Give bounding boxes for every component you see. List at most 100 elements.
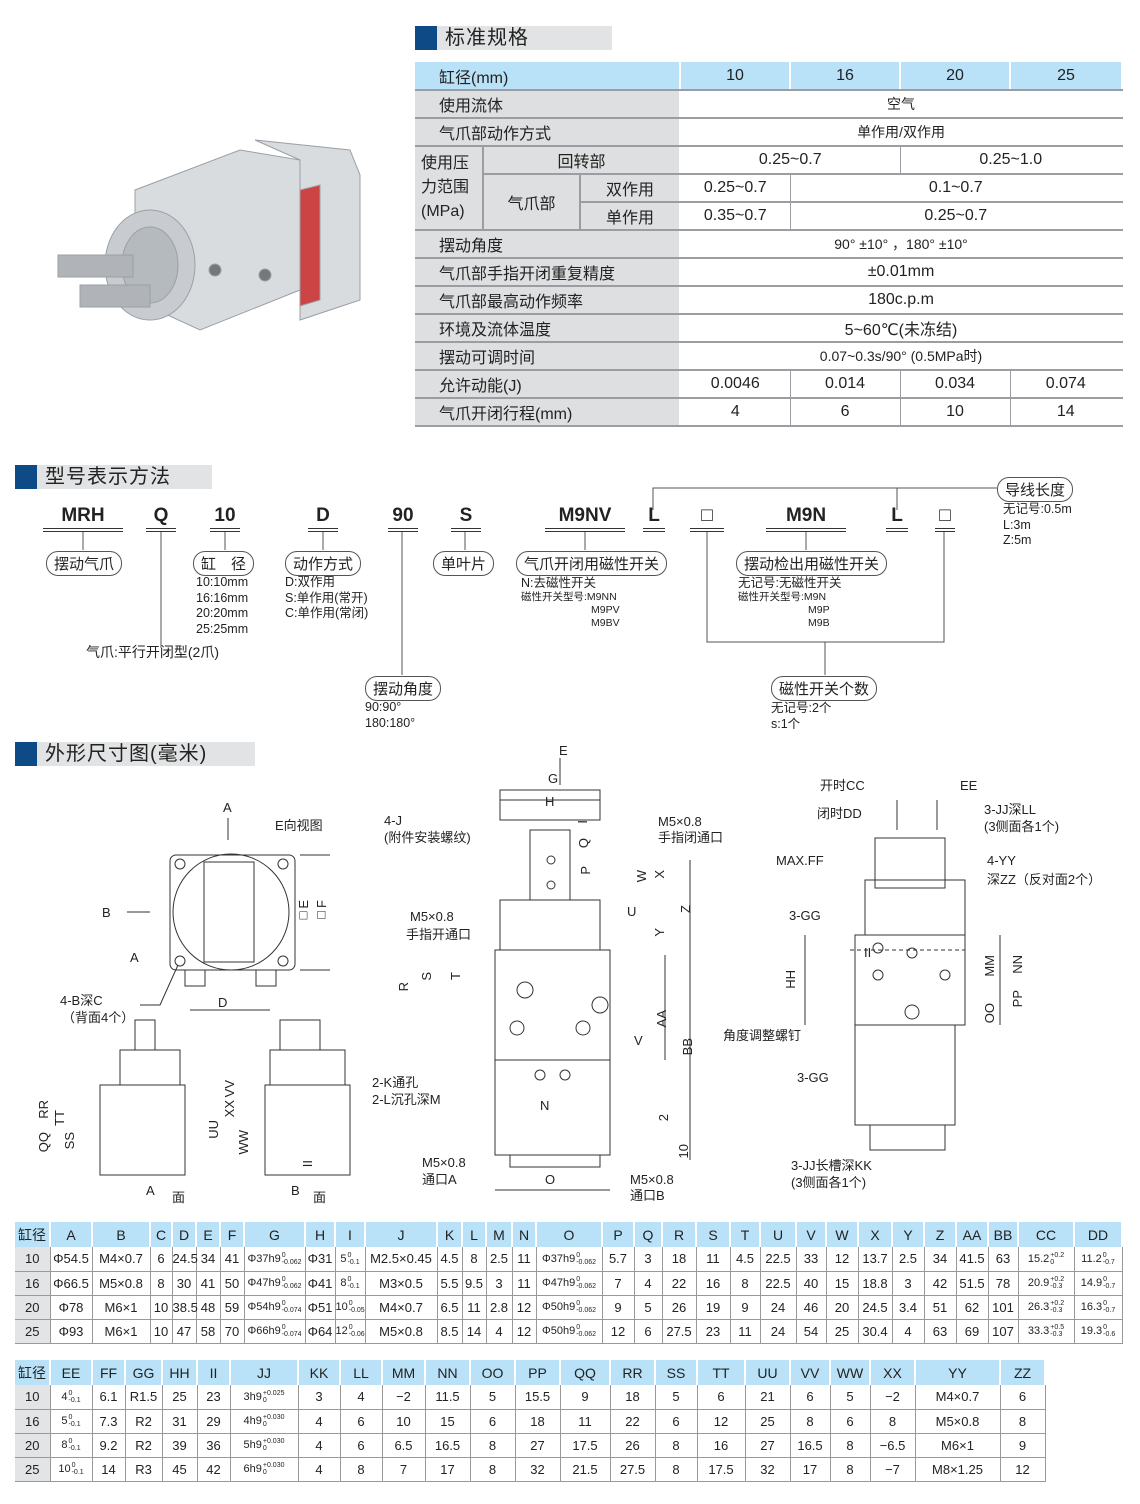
table-cell: 20.9+0.2-0.3	[1017, 1271, 1075, 1296]
column-header: PP	[515, 1360, 561, 1385]
table-cell: Φ78	[49, 1295, 93, 1320]
table-cell: 17	[424, 1457, 471, 1482]
table-cell: Φ41	[304, 1271, 336, 1296]
table-cell: 62	[955, 1295, 989, 1320]
table-cell: 8	[729, 1271, 761, 1296]
dimension-label: D	[218, 995, 228, 1010]
note-grip-switch-1: N:去磁性开关	[521, 576, 597, 590]
column-header: D	[172, 1222, 197, 1247]
e-view-circle	[172, 853, 290, 971]
single-label: 单作用	[580, 202, 682, 231]
dimension-label: HH	[783, 970, 798, 989]
table-cell: 20	[825, 1295, 859, 1320]
table-cell: Φ93	[49, 1319, 93, 1344]
table-cell: 4.5	[729, 1247, 761, 1272]
table-cell: 5	[469, 1385, 516, 1410]
table-cell: 18	[609, 1385, 656, 1410]
dimension-label: M5×0.8	[630, 1172, 674, 1187]
table-cell: 4	[339, 1385, 383, 1410]
table-cell: 4	[297, 1457, 341, 1482]
table-cell: 70	[219, 1319, 245, 1344]
table-cell: 23	[196, 1385, 231, 1410]
note-swing-switch-2: 磁性开关型号:M9N M9P M9B	[738, 591, 830, 629]
note-bore: 10:10mm 16:16mm 20:20mm 25:25mm	[196, 575, 249, 636]
freq-value: 180c.p.m	[680, 286, 1124, 315]
dimension-label: M5×0.8	[410, 909, 454, 924]
table-cell: M5×0.8	[364, 1319, 438, 1344]
column-header: I	[335, 1222, 366, 1247]
dimension-label: E向视图	[275, 818, 323, 833]
column-header: B	[92, 1222, 151, 1247]
table-cell: M6×1	[91, 1295, 151, 1320]
table-cell: 4	[891, 1319, 925, 1344]
dimension-label: VV	[222, 1080, 237, 1098]
table-cell: −2	[869, 1385, 916, 1410]
table-cell: 24	[759, 1319, 797, 1344]
table-cell: 6.1	[91, 1385, 126, 1410]
dimension-label: 3-JJ深LL	[984, 802, 1037, 817]
column-header: O	[536, 1222, 603, 1247]
column-header: FF	[92, 1360, 126, 1385]
dimension-label: O	[545, 1172, 556, 1187]
column-header: LL	[340, 1360, 383, 1385]
dimension-label: A	[146, 1183, 155, 1198]
table-cell: 8	[469, 1457, 516, 1482]
table-cell: M8×1.25	[914, 1457, 1001, 1482]
column-header: R	[662, 1222, 697, 1247]
table-cell: 5	[829, 1385, 871, 1410]
code-count-1: □	[690, 505, 724, 532]
column-header: QQ	[560, 1360, 611, 1385]
column-header: N	[512, 1222, 537, 1247]
dimension-label: 2-L沉孔深M	[372, 1092, 441, 1107]
dimension-label: 手指开通口	[406, 927, 472, 942]
dimension-label: 2-K通孔	[372, 1075, 419, 1090]
time-label: 摆动可调时间	[415, 342, 682, 371]
table-cell: 18	[514, 1409, 561, 1434]
table-cell: 17.5	[559, 1433, 611, 1458]
table-cell: 11	[729, 1319, 761, 1344]
table-cell: 8	[461, 1247, 487, 1272]
table-cell: 24.5	[857, 1295, 893, 1320]
table-cell: 9.5	[461, 1271, 487, 1296]
column-header: X	[858, 1222, 893, 1247]
dimension-label: 4-YY	[987, 853, 1016, 868]
table-cell: 32	[514, 1457, 561, 1482]
dimension-label: 手指闭通口	[658, 830, 724, 845]
table-cell: 42	[196, 1457, 231, 1482]
table-cell: 7	[381, 1457, 426, 1482]
table-cell: 9.2	[91, 1433, 126, 1458]
table-cell: 45	[161, 1457, 198, 1482]
table-cell: 21	[744, 1385, 791, 1410]
pill-switch-count: 磁性开关个数	[771, 676, 878, 701]
note-grip-switch-2: 磁性开关型号:M9NN M9PV M9BV	[521, 591, 620, 629]
note-swing-switch-1: 无记号:无磁性开关	[738, 576, 842, 590]
table-cell: 18	[661, 1247, 697, 1272]
section-title-model: 型号表示方法	[15, 465, 212, 489]
dimension-label: SS	[62, 1132, 77, 1150]
table-cell: M3×0.5	[364, 1271, 438, 1296]
table-cell: 11	[695, 1247, 731, 1272]
time-value: 0.07~0.3s/90° (0.5MPa时)	[680, 342, 1124, 371]
action-label: 气爪部动作方式	[415, 118, 682, 147]
table-cell: 6.5	[381, 1433, 426, 1458]
double-value-1: 0.25~0.7	[680, 174, 791, 203]
table-cell: 8	[654, 1433, 698, 1458]
action-value: 单作用/双作用	[680, 118, 1124, 147]
table-cell: R2	[124, 1433, 163, 1458]
dimension-label: 10	[676, 1144, 691, 1159]
dimension-label: EE	[960, 778, 978, 793]
code-grip-switch: M9NV	[545, 505, 625, 532]
column-header: J	[365, 1222, 438, 1247]
table-cell: 4	[633, 1271, 663, 1296]
table-cell: 16.5	[789, 1433, 831, 1458]
table-cell: 63	[923, 1319, 957, 1344]
table-cell: 10	[149, 1319, 173, 1344]
